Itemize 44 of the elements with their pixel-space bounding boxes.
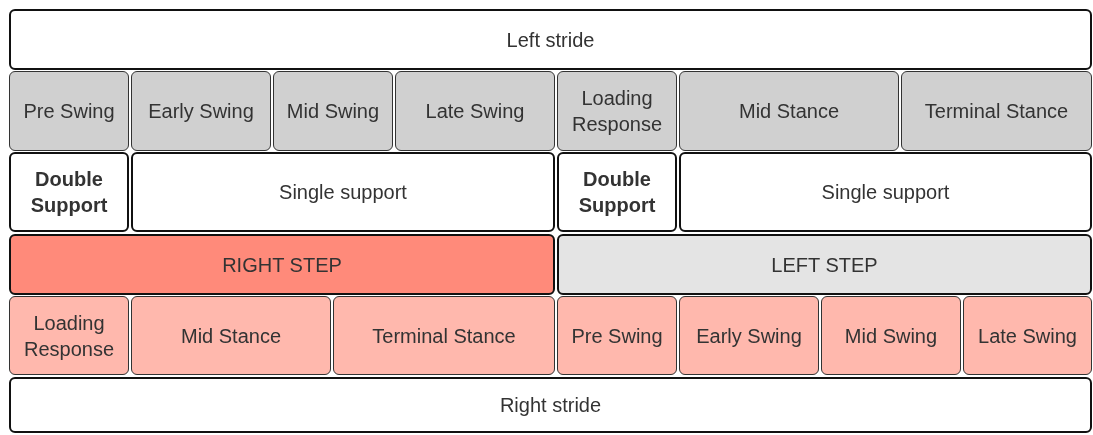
- box-label: Single support: [279, 180, 407, 205]
- box-label: Mid Stance: [738, 99, 840, 124]
- box-label: Left stride: [506, 27, 595, 53]
- bar-segment: [9, 9, 1092, 70]
- box-label: Pre Swing: [23, 99, 115, 124]
- phase-box: [679, 71, 899, 151]
- support-box: [557, 152, 677, 232]
- box-label: Terminal Stance: [924, 99, 1069, 124]
- box-label: Loading Response: [570, 86, 664, 137]
- box-label: Single support: [821, 180, 950, 205]
- box-label: Right stride: [499, 393, 602, 418]
- box-label: Terminal Stance: [372, 323, 516, 349]
- phase-box: [901, 71, 1092, 151]
- bar-segment: [131, 152, 555, 232]
- phase-box: [679, 296, 819, 375]
- phase-box: [9, 71, 129, 151]
- box-label: Early Swing: [148, 99, 254, 124]
- box-label: Early Swing: [696, 323, 802, 349]
- box-label: Late Swing: [978, 323, 1077, 349]
- box-label: RIGHT STEP: [222, 252, 342, 278]
- box-label: Mid Swing: [286, 99, 380, 124]
- box-label: Late Swing: [425, 99, 525, 124]
- support-box: [9, 152, 129, 232]
- phase-box: [395, 71, 555, 151]
- phase-box: [9, 296, 129, 375]
- box-label: Double Support: [29, 167, 109, 218]
- phase-box: [557, 71, 677, 151]
- phase-box: [557, 296, 677, 375]
- phase-box: [273, 71, 393, 151]
- phase-box: [963, 296, 1092, 375]
- box-label: Mid Stance: [180, 323, 282, 349]
- box-label: Loading Response: [22, 310, 116, 362]
- bar-segment: [679, 152, 1092, 232]
- box-label: LEFT STEP: [771, 252, 878, 278]
- phase-box: [131, 296, 331, 375]
- phase-box: [333, 296, 555, 375]
- box-label: Double Support: [577, 167, 657, 218]
- box-label: Mid Swing: [844, 323, 938, 349]
- bar-segment: [557, 234, 1092, 295]
- bar-segment: [9, 377, 1092, 433]
- box-label: Pre Swing: [571, 323, 663, 349]
- bar-segment: [9, 234, 555, 295]
- phase-box: [821, 296, 961, 375]
- phase-box: [131, 71, 271, 151]
